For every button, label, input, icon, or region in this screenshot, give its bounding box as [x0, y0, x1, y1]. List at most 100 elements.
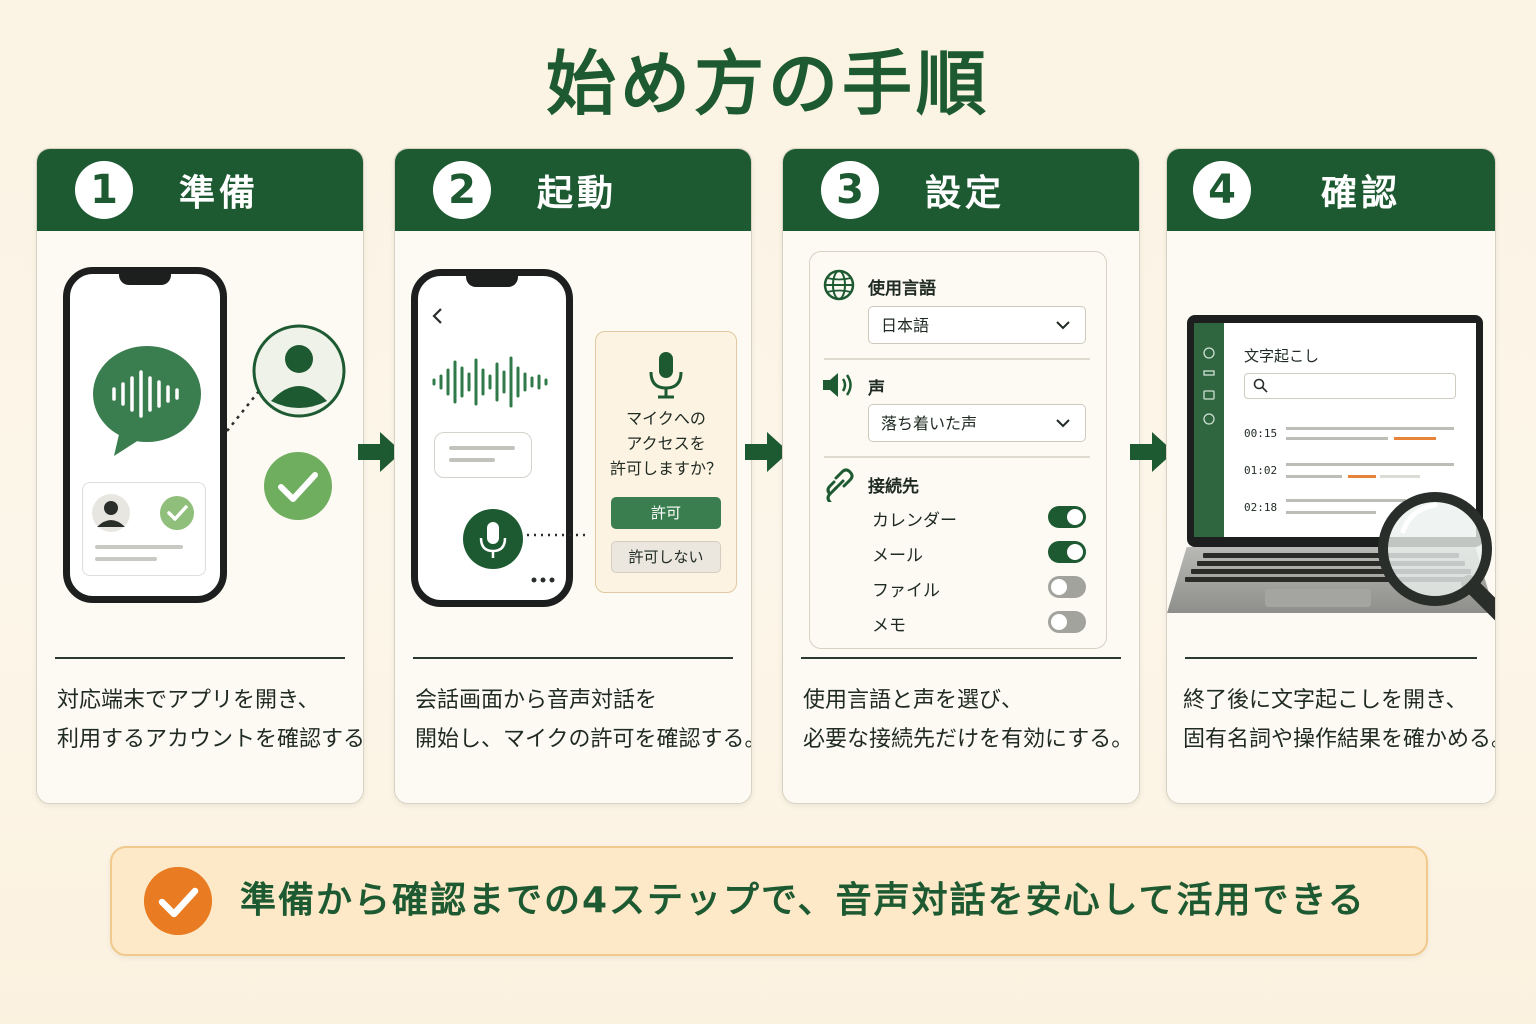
phone-notch: [119, 273, 171, 285]
placeholder-line: [449, 446, 515, 450]
transcript-title: 文字起こし: [1244, 347, 1320, 365]
check-icon: [160, 496, 194, 530]
permission-line: マイクへの: [626, 409, 706, 428]
desc-line: 開始し、マイクの許可を確認する。: [415, 727, 752, 752]
connection-row-mail: メール: [872, 537, 1086, 567]
transcript-line: [1286, 499, 1406, 502]
transcript-line: [1286, 427, 1454, 430]
connection-toggle[interactable]: [1048, 506, 1086, 528]
check-icon: [144, 867, 212, 935]
step-number: 2: [433, 161, 491, 219]
divider: [55, 657, 345, 659]
language-select[interactable]: 日本語: [868, 306, 1086, 344]
placeholder-line: [449, 458, 495, 462]
divider: [801, 657, 1121, 659]
connection-name: メール: [872, 546, 923, 566]
transcript-line: [1286, 437, 1388, 440]
timestamp: 01:02: [1244, 464, 1278, 477]
timestamp: 00:15: [1244, 427, 1278, 440]
placeholder-line: [95, 545, 183, 549]
transcript-line: [1286, 475, 1342, 478]
section-separator: [824, 456, 1090, 458]
step-description: 対応端末でアプリを開き、 利用するアカウントを確認する。: [57, 681, 364, 759]
globe-icon: [823, 269, 855, 301]
connection-toggle[interactable]: [1048, 541, 1086, 563]
step-number: 4: [1193, 161, 1251, 219]
desc-line: 利用するアカウントを確認する。: [57, 727, 364, 752]
permission-text: マイクへの アクセスを 許可しますか？: [596, 406, 736, 481]
step-number: 1: [75, 161, 133, 219]
step-header: 3 設定: [783, 149, 1139, 231]
divider: [413, 657, 733, 659]
step-number: 3: [821, 161, 879, 219]
step-label: 確認: [1321, 173, 1402, 214]
desc-line: 会話画面から音声対話を: [415, 688, 658, 713]
step-card-3: 3 設定 使用言語 日本語 声 落ち着いた声: [782, 148, 1140, 804]
timestamp: 02:18: [1244, 501, 1278, 514]
step-label: 準備: [179, 173, 260, 214]
search-input[interactable]: [1244, 373, 1456, 399]
step-label: 設定: [925, 173, 1006, 214]
section-separator: [824, 358, 1090, 360]
mic-connector: [527, 533, 587, 537]
mic-button[interactable]: [462, 508, 524, 570]
highlight-line: [1394, 437, 1436, 440]
transcript-line: [1286, 463, 1454, 466]
toggle-knob: [1067, 544, 1083, 560]
waveform-icon: [432, 356, 548, 408]
laptop-illustration: 文字起こし 00:15 01:02 02:18: [1167, 315, 1495, 625]
phone-illustration: [63, 267, 227, 603]
connection-row-memo: メモ: [872, 607, 1086, 637]
connection-toggle[interactable]: [1048, 611, 1086, 633]
transcript-line: [1286, 511, 1376, 514]
trackpad: [1265, 589, 1371, 607]
arrow-right-icon: [1130, 432, 1174, 472]
back-chevron-icon: [432, 308, 442, 324]
chat-waveform-icon: [93, 346, 201, 456]
mic-icon: [649, 352, 683, 399]
person-icon: [92, 494, 130, 532]
phone-illustration: [411, 269, 573, 607]
step-header: 2 起動: [395, 149, 751, 231]
desc-line: 使用言語と声を選び、: [803, 688, 1024, 713]
more-icon[interactable]: [530, 576, 556, 584]
link-icon: [826, 468, 854, 502]
desc-line: 終了後に文字起こしを開き、: [1183, 688, 1468, 713]
banner-text: 準備から確認までの4ステップで、音声対話を安心して活用できる: [240, 880, 1366, 921]
voice-label: 声: [868, 379, 885, 399]
summary-banner: 準備から確認までの4ステップで、音声対話を安心して活用できる: [110, 846, 1428, 956]
step-description: 会話画面から音声対話を 開始し、マイクの許可を確認する。: [415, 681, 752, 759]
laptop-screen: 文字起こし 00:15 01:02 02:18: [1187, 315, 1483, 547]
settings-panel: 使用言語 日本語 声 落ち着いた声 接続先 カレンダー: [809, 251, 1107, 649]
allow-button[interactable]: 許可: [611, 497, 721, 529]
connection-name: メモ: [872, 616, 906, 636]
speaker-icon: [823, 373, 852, 397]
permission-line: 許可しますか？: [609, 459, 722, 478]
connection-name: カレンダー: [872, 511, 957, 531]
toggle-knob: [1051, 614, 1067, 630]
search-icon: [1253, 378, 1268, 393]
sidebar-icons: [1203, 347, 1215, 425]
voice-select[interactable]: 落ち着いた声: [868, 404, 1086, 442]
placeholder-line: [95, 557, 157, 561]
highlight-line: [1348, 475, 1376, 478]
arrow-right-icon: [358, 432, 402, 472]
step-header: 1 準備: [37, 149, 363, 231]
check-icon: [264, 452, 332, 520]
connection-name: ファイル: [872, 581, 940, 601]
voice-value: 落ち着いた声: [881, 414, 978, 433]
account-card: [82, 482, 206, 576]
deny-button[interactable]: 許可しない: [611, 541, 721, 573]
transcript-line: [1380, 475, 1420, 478]
toggle-knob: [1067, 509, 1083, 525]
step-label: 起動: [537, 173, 618, 214]
magnifier-icon: [1378, 492, 1495, 621]
desc-line: 固有名詞や操作結果を確かめる。: [1183, 727, 1496, 752]
connection-toggle[interactable]: [1048, 576, 1086, 598]
step-header: 4 確認: [1167, 149, 1495, 231]
person-icon: [252, 324, 346, 418]
step-description: 使用言語と声を選び、 必要な接続先だけを有効にする。: [803, 681, 1133, 759]
connection-row-calendar: カレンダー: [872, 502, 1086, 532]
connections-label: 接続先: [868, 477, 919, 497]
connection-row-files: ファイル: [872, 572, 1086, 602]
